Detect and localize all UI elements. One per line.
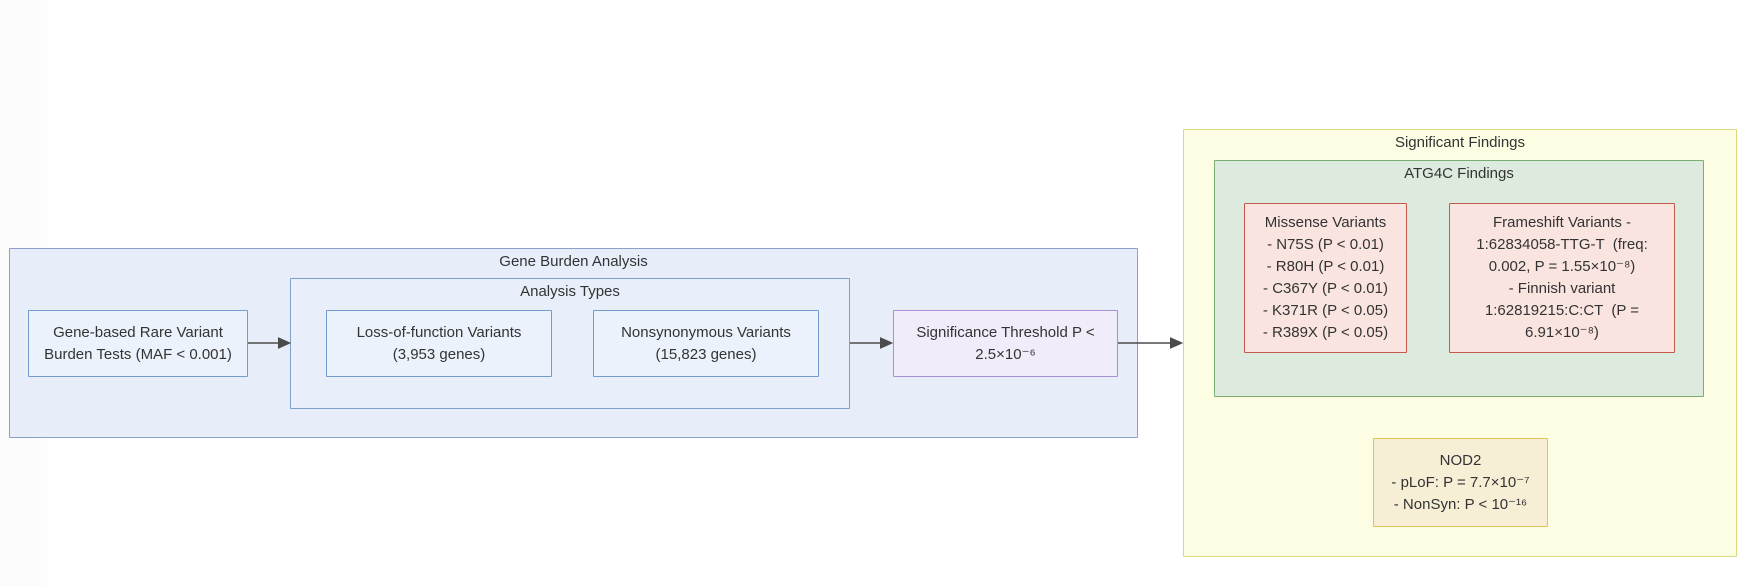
node-frameshift-line2: 1:62834058-TTG-T (freq: [1476,236,1648,253]
node-missense-line2: - N75S (P < 0.01) [1267,236,1384,253]
node-threshold-line2: 2.5×10⁻⁶ [975,345,1036,363]
node-missense-line6: - R389X (P < 0.05) [1262,324,1389,341]
node-threshold-line1: Significance Threshold P < [916,323,1095,341]
node-nod2-line2: - pLoF: P = 7.7×10⁻⁷ [1391,473,1530,491]
node-missense-line4: - C367Y (P < 0.01) [1263,280,1388,297]
subgraph-title-analysis-types: Analysis Types [520,283,620,300]
subgraph-title-atg4c-findings: ATG4C Findings [1404,165,1514,182]
node-lof-variants: Loss-of-function Variants (3,953 genes) [326,310,552,377]
node-missense-line1: Missense Variants [1264,214,1387,231]
node-missense-line5: - K371R (P < 0.05) [1262,302,1389,319]
node-frameshift-line3: 0.002, P = 1.55×10⁻⁸) [1488,258,1636,275]
node-burden-tests: Gene-based Rare Variant Burden Tests (MA… [28,310,248,377]
node-nod2-line3: - NonSyn: P < 10⁻¹⁶ [1393,495,1528,513]
node-nonsyn-line2: (15,823 genes) [655,345,757,363]
node-frameshift-line5: 1:62819215:C:CT (P = [1484,302,1640,319]
node-nonsyn-variants: Nonsynonymous Variants (15,823 genes) [593,310,819,377]
node-frameshift-line6: 6.91×10⁻⁸) [1525,324,1599,341]
node-nonsyn-line1: Nonsynonymous Variants [621,323,791,341]
subgraph-title-significant-findings: Significant Findings [1394,134,1526,151]
node-lof-line2: (3,953 genes) [392,345,486,363]
node-burden-tests-line2: Burden Tests (MAF < 0.001) [44,345,232,363]
node-nod2-line1: NOD2 [1439,451,1482,469]
node-missense-variants: Missense Variants - N75S (P < 0.01) - R8… [1244,203,1407,353]
subgraph-title-gene-burden-analysis: Gene Burden Analysis [499,253,648,270]
node-frameshift-variants: Frameshift Variants - 1:62834058-TTG-T (… [1449,203,1675,353]
node-lof-line1: Loss-of-function Variants [356,323,522,341]
node-significance-threshold: Significance Threshold P < 2.5×10⁻⁶ [893,310,1118,377]
node-frameshift-line1: Frameshift Variants - [1492,214,1632,231]
node-frameshift-line4: - Finnish variant [1508,280,1616,297]
node-missense-line3: - R80H (P < 0.01) [1266,258,1385,275]
node-nod2: NOD2 - pLoF: P = 7.7×10⁻⁷ - NonSyn: P < … [1373,438,1548,527]
node-burden-tests-line1: Gene-based Rare Variant [53,323,223,341]
